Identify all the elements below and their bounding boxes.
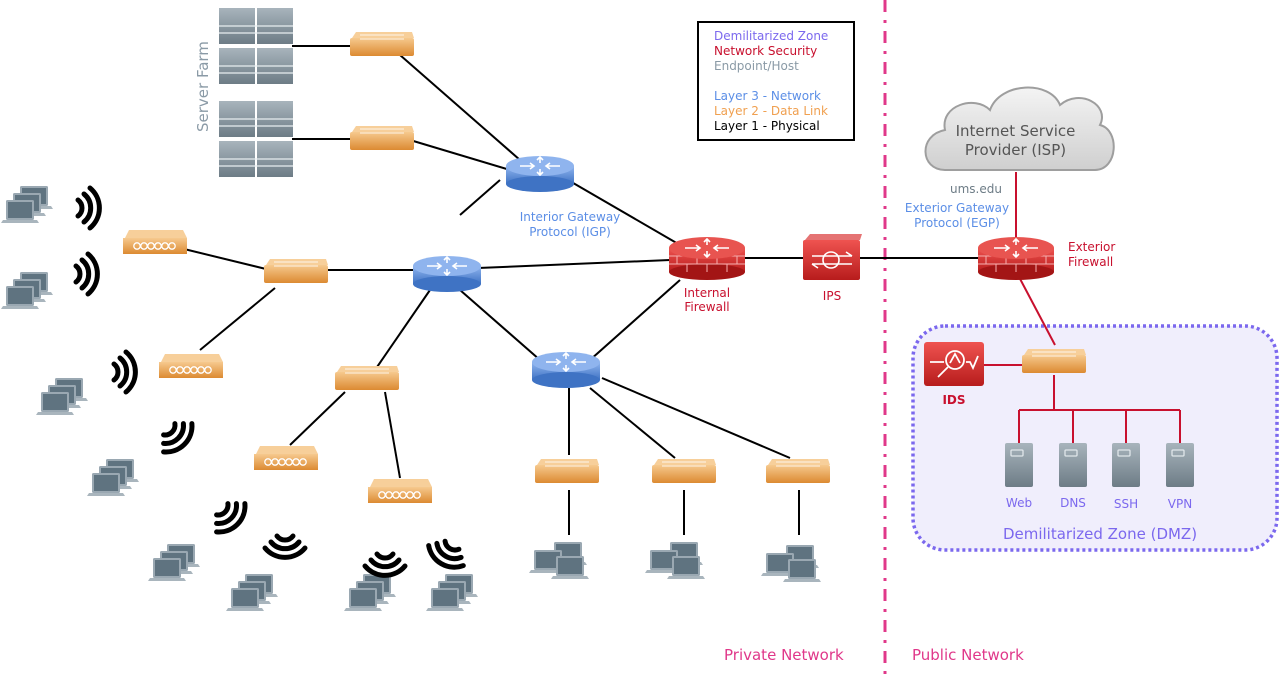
physical-links	[179, 45, 985, 535]
legend-item-layer2: Layer 2 - Data Link	[714, 104, 828, 118]
wifi-signals	[73, 185, 466, 578]
exterior-firewall	[977, 236, 1055, 281]
isp-cloud	[924, 86, 1115, 171]
router-igp	[505, 155, 575, 193]
wireless-access-point	[158, 353, 224, 379]
ips-label: IPS	[822, 289, 842, 303]
igp-label-line2: Protocol (IGP)	[529, 225, 611, 239]
wifi-icon	[73, 251, 100, 297]
laptop-group	[87, 459, 139, 496]
laptop-group	[1, 272, 53, 309]
dmz-server-label-dns: DNS	[1060, 496, 1086, 510]
security-links	[982, 172, 1181, 445]
wireless-access-point	[253, 445, 319, 471]
internal-firewall-label-line2: Firewall	[684, 300, 730, 314]
legend: Demilitarized Zone Network Security Endp…	[697, 21, 855, 141]
private-network-label: Private Network	[724, 646, 844, 664]
switch	[349, 31, 415, 57]
public-network-label: Public Network	[912, 646, 1024, 664]
legend-item-dmz: Demilitarized Zone	[714, 29, 829, 43]
ips-icon	[811, 251, 853, 269]
ids-magnifier-icon	[930, 350, 979, 378]
isp-label: Internet Service Provider (ISP)	[938, 122, 1093, 160]
dmz-server-ssh	[1111, 442, 1141, 488]
wifi-icon	[214, 501, 248, 535]
internal-firewall-label-line1: Internal	[683, 286, 731, 300]
dmz-server-web	[1004, 442, 1034, 488]
dmz-server-vpn	[1165, 442, 1195, 488]
laptop-group	[645, 542, 705, 579]
wireless-access-point	[367, 478, 433, 504]
laptop-group	[761, 545, 821, 582]
laptop-group	[226, 574, 278, 611]
laptop-group	[1, 186, 53, 223]
domain-label: ums.edu	[950, 182, 1002, 196]
router-core	[412, 255, 482, 293]
server-rack	[218, 7, 294, 85]
egp-label: Exterior Gateway Protocol (EGP)	[897, 201, 1017, 231]
router-distribution	[531, 351, 601, 389]
laptop-group	[426, 574, 478, 611]
exterior-firewall-label: Exterior Firewall	[1068, 240, 1115, 270]
dmz-server-dns	[1058, 442, 1088, 488]
switch	[334, 365, 400, 391]
dmz-server-label-web: Web	[1005, 496, 1033, 510]
switch	[534, 458, 600, 484]
isp-label-line1: Internet Service	[955, 122, 1076, 140]
switch	[651, 458, 717, 484]
igp-label-line1: Interior Gateway	[519, 210, 621, 224]
wifi-icon	[161, 421, 195, 455]
legend-item-layer1: Layer 1 - Physical	[714, 119, 820, 133]
dmz-server-label-vpn: VPN	[1167, 497, 1193, 511]
dmz-zone	[911, 324, 1279, 552]
legend-item-layer3: Layer 3 - Network	[714, 89, 821, 103]
laptop-group	[344, 574, 396, 611]
legend-item-security: Network Security	[714, 44, 818, 58]
laptop-group	[529, 542, 589, 579]
wifi-icon	[426, 538, 466, 570]
wifi-icon	[262, 533, 308, 560]
switch	[349, 125, 415, 151]
laptop-group	[36, 378, 88, 415]
dmz-title: Demilitarized Zone (DMZ)	[1002, 525, 1198, 543]
switch	[765, 458, 831, 484]
server-farm-label: Server Farm	[194, 41, 212, 132]
switch	[263, 258, 329, 284]
internal-firewall-label: Internal Firewall	[667, 286, 747, 314]
exterior-firewall-label-line1: Exterior	[1068, 240, 1116, 254]
laptop-group	[148, 544, 200, 581]
isp-label-line2: Provider (ISP)	[964, 141, 1067, 159]
ids-label: IDS	[942, 393, 966, 407]
wifi-icon	[362, 551, 408, 578]
legend-item-endpoint: Endpoint/Host	[714, 59, 799, 73]
internal-firewall	[668, 236, 746, 281]
ids-device	[924, 342, 984, 386]
egp-label-line2: Protocol (EGP)	[914, 216, 1000, 230]
wifi-icon	[75, 185, 102, 231]
dmz-server-label-ssh: SSH	[1113, 497, 1139, 511]
server-rack	[218, 100, 294, 178]
egp-label-line1: Exterior Gateway	[904, 201, 1010, 215]
wifi-icon	[111, 349, 138, 395]
wireless-access-point	[122, 229, 188, 255]
exterior-firewall-label-line2: Firewall	[1068, 255, 1114, 269]
igp-label: Interior Gateway Protocol (IGP)	[500, 210, 640, 240]
dmz-switch	[1021, 348, 1087, 374]
ips-device	[803, 234, 862, 280]
